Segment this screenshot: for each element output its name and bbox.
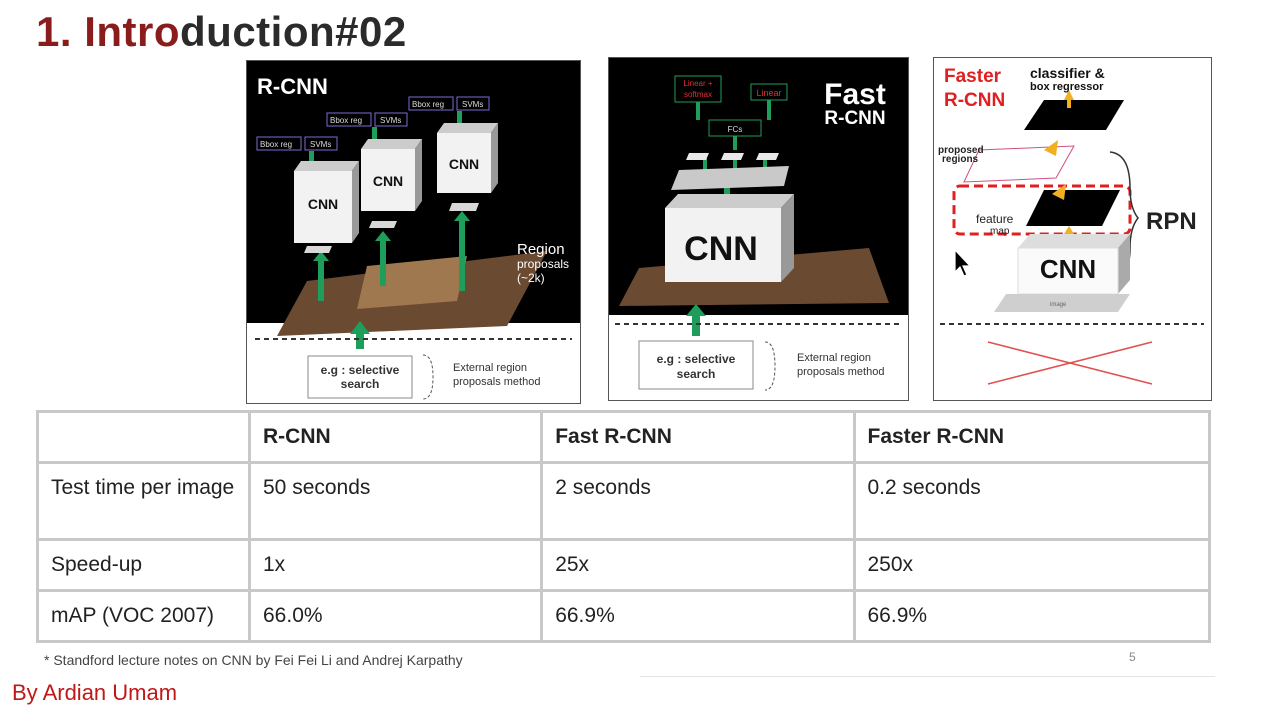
svg-text:image: image — [1050, 302, 1067, 308]
cell-value: 1x — [247, 538, 544, 592]
svg-text:SVMs: SVMs — [380, 116, 401, 125]
rcnn-figure: R-CNN CNN CNN CNN Bbox reg SVMs B — [246, 60, 581, 404]
svg-text:softmax: softmax — [684, 90, 712, 99]
table-row: Speed-up 1x 25x 250x — [36, 538, 1211, 592]
cross-line-2 — [987, 341, 1153, 385]
count-label: (~2k) — [517, 271, 545, 285]
header-empty — [36, 410, 251, 464]
classifier-label-1: classifier & — [1030, 65, 1105, 81]
row-label: Speed-up — [36, 538, 251, 592]
svg-text:regions: regions — [942, 154, 979, 165]
author-credit: By Ardian Umam — [12, 680, 178, 705]
svg-text:External region: External region — [453, 362, 527, 374]
svg-text:SVMs: SVMs — [310, 140, 331, 149]
cell-value: 25x — [540, 538, 856, 592]
faster-title-line2: R-CNN — [944, 90, 1005, 111]
fast-rcnn-figure: Fast R-CNN Linear + softmax Linear FCs C… — [608, 57, 909, 401]
proposed-regions-layer — [963, 145, 1075, 183]
cell-value: 66.0% — [247, 589, 544, 643]
svg-text:proposed: proposed — [938, 145, 984, 156]
title-part-1: 1. Intro — [36, 8, 181, 55]
svg-text:proposals method: proposals method — [453, 376, 540, 388]
slide-title: 1. Introduction#02 — [36, 8, 407, 56]
svg-text:SVMs: SVMs — [462, 100, 483, 109]
table-header-row: R-CNN Fast R-CNN Faster R-CNN — [36, 410, 1211, 464]
title-part-2: duction#02 — [180, 8, 407, 55]
header-fast-rcnn: Fast R-CNN — [540, 410, 856, 464]
svg-text:CNN: CNN — [308, 196, 338, 212]
roi-pool-layer — [671, 166, 789, 190]
rpn-label: RPN — [1146, 208, 1197, 235]
svg-text:Linear: Linear — [756, 88, 781, 98]
svg-text:FCs: FCs — [728, 125, 743, 134]
cell-value: 66.9% — [852, 589, 1211, 643]
header-rcnn: R-CNN — [247, 410, 544, 464]
brace — [764, 341, 776, 391]
yellow-arrows — [1044, 90, 1074, 234]
svg-text:search: search — [677, 367, 716, 381]
proposals-label: proposals — [517, 257, 569, 271]
svg-text:e.g : selective: e.g : selective — [321, 363, 400, 377]
cell-value: 66.9% — [540, 589, 856, 643]
cell-value: 50 seconds — [247, 461, 544, 541]
svg-text:Linear +: Linear + — [683, 79, 712, 88]
fast-title-line1: Fast — [824, 78, 886, 111]
table-row: mAP (VOC 2007) 66.0% 66.9% 66.9% — [36, 589, 1211, 643]
cell-value: 2 seconds — [540, 461, 856, 541]
fast-title-line2: R-CNN — [824, 108, 885, 129]
input-image-layer — [994, 294, 1130, 312]
svg-text:CNN: CNN — [373, 173, 403, 189]
svg-text:e.g : selective: e.g : selective — [657, 352, 736, 366]
svg-text:CNN: CNN — [449, 156, 479, 172]
table-row: Test time per image 50 seconds 2 seconds… — [36, 461, 1211, 541]
svg-text:search: search — [341, 377, 380, 391]
brace — [422, 354, 434, 400]
region-label: Region — [517, 241, 565, 258]
svg-text:Bbox reg: Bbox reg — [330, 116, 362, 125]
svg-text:External region: External region — [797, 352, 871, 364]
svg-text:proposals method: proposals method — [797, 366, 884, 378]
cnn-cube-1: CNN — [294, 161, 359, 243]
selective-search-box — [638, 340, 754, 390]
row-label: mAP (VOC 2007) — [36, 589, 251, 643]
svg-text:map: map — [990, 226, 1010, 237]
rcnn-title: R-CNN — [257, 74, 328, 99]
svg-text:Bbox reg: Bbox reg — [412, 100, 444, 109]
selective-search-box — [307, 355, 413, 399]
comparison-table: R-CNN Fast R-CNN Faster R-CNN Test time … — [36, 410, 1211, 643]
header-faster-rcnn: Faster R-CNN — [852, 410, 1211, 464]
green-arrows — [309, 111, 470, 349]
feature-map-layer — [1026, 190, 1120, 226]
footnote: * Standford lecture notes on CNN by Fei … — [44, 652, 463, 668]
svg-text:CNN: CNN — [1040, 254, 1096, 284]
svg-text:CNN: CNN — [684, 230, 758, 268]
svg-text:feature: feature — [976, 212, 1014, 226]
page-number: 5 — [1129, 650, 1136, 664]
mouse-cursor-icon — [954, 248, 972, 277]
fast-cnn-cube: CNN — [665, 194, 794, 282]
faster-cnn-cube: CNN — [1017, 234, 1130, 295]
classifier-layer — [1024, 100, 1124, 130]
cnn-cube-3: CNN — [437, 123, 498, 193]
row-label: Test time per image — [36, 461, 251, 541]
footer-divider — [640, 676, 1215, 677]
cell-value: 250x — [852, 538, 1211, 592]
cnn-cube-2: CNN — [361, 139, 422, 211]
classifier-label-2: box regressor — [1030, 81, 1104, 93]
svg-text:Bbox reg: Bbox reg — [260, 140, 292, 149]
cell-value: 0.2 seconds — [852, 461, 1211, 541]
faster-rcnn-figure: Faster R-CNN classifier & box regressor … — [933, 57, 1212, 401]
faster-title-line1: Faster — [944, 66, 1002, 87]
